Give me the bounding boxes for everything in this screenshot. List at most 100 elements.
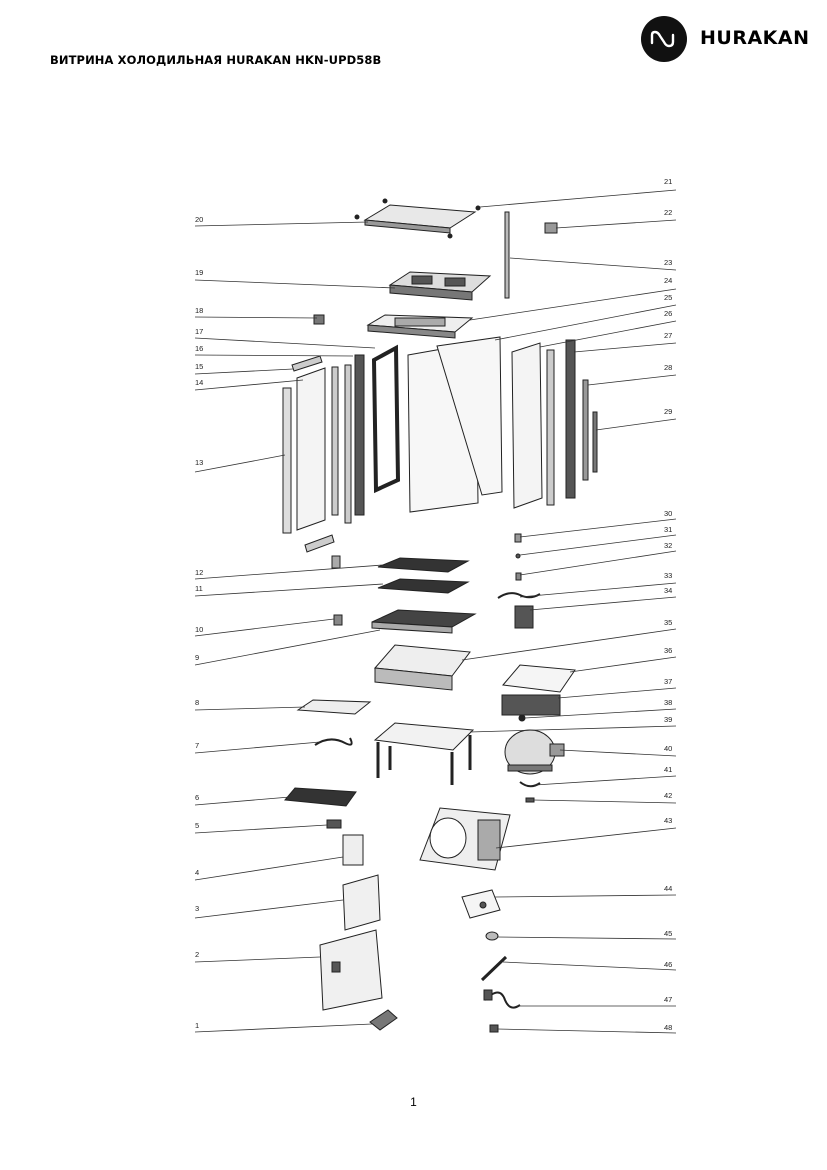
part-clip [313,314,325,325]
callout-label-20: 20 [195,215,203,224]
leader-line-33 [519,582,677,598]
callout-label-3: 3 [195,904,199,913]
callout-label-42: 42 [664,791,672,800]
callout-label-23: 23 [664,258,672,267]
leader-line-39 [469,725,677,733]
callout-label-28: 28 [664,363,672,372]
leader-line-20 [194,221,369,227]
callout-label-17: 17 [195,327,203,336]
leader-line-38 [524,708,677,719]
part-foot [369,1009,398,1031]
leader-line-42 [532,799,677,804]
callout-label-33: 33 [664,571,672,580]
part-base-frame [373,722,475,751]
callout-label-19: 19 [195,268,203,277]
callout-label-35: 35 [664,618,672,627]
callout-label-47: 47 [664,995,672,1004]
callout-label-44: 44 [664,884,672,893]
leader-line-12 [194,564,384,580]
callout-label-16: 16 [195,344,203,353]
callout-label-12: 12 [195,568,203,577]
leader-line-1 [194,1023,373,1033]
parts-drawing [282,198,598,1033]
leader-line-46 [502,961,677,971]
callout-label-29: 29 [664,407,672,416]
leader-line-45 [496,936,677,940]
leader-line-22 [555,219,677,229]
part-side-rail [282,387,292,534]
callout-label-1: 1 [195,1021,199,1030]
callout-label-7: 7 [195,741,199,750]
leader-line-26 [539,320,677,348]
leader-line-8 [194,706,306,711]
leader-line-21 [479,189,677,208]
callout-label-11: 11 [195,584,203,593]
leader-line-19 [194,279,396,289]
callout-label-18: 18 [195,306,203,315]
callout-labels: 1234567891011121314151617181920212223242… [195,177,672,1032]
leader-line-4 [194,856,344,881]
part-fan-motor [514,605,534,629]
leader-line-29 [595,418,677,431]
callout-label-10: 10 [195,625,203,634]
leader-line-3 [194,899,344,919]
callout-label-38: 38 [664,698,672,707]
leader-line-10 [194,618,335,637]
callout-label-15: 15 [195,362,203,371]
part-condenser [501,694,561,716]
leader-line-31 [519,534,677,556]
brand-logo: HURAKAN [641,16,821,62]
leader-line-23 [509,257,677,271]
callout-label-39: 39 [664,715,672,724]
part-side-panel [342,874,381,931]
leader-line-25 [494,304,677,341]
leader-line-28 [587,374,677,386]
leader-line-2 [194,956,321,963]
part-right-gasket-frame [565,339,576,499]
callout-label-34: 34 [664,586,672,595]
callout-label-5: 5 [195,821,199,830]
callout-label-37: 37 [664,677,672,686]
callout-label-2: 2 [195,950,199,959]
leader-line-32 [519,550,677,576]
callout-label-41: 41 [664,765,672,774]
callout-label-48: 48 [664,1023,672,1032]
callout-label-30: 30 [664,509,672,518]
part-glass-left [296,367,326,531]
logo-mark-icon [641,16,687,62]
leader-lines [194,189,677,1034]
document-title: ВИТРИНА ХОЛОДИЛЬНАЯ HURAKAN HKN-UPD58B [50,53,382,67]
callout-label-25: 25 [664,293,672,302]
callout-label-43: 43 [664,816,672,825]
part-door-gasket [371,344,401,494]
callout-label-22: 22 [664,208,672,217]
leader-line-14 [194,379,304,391]
leader-line-7 [194,741,321,754]
callout-label-13: 13 [195,458,203,467]
callout-label-6: 6 [195,793,199,802]
leader-line-11 [194,583,384,597]
leader-line-18 [194,316,318,319]
leader-line-5 [194,824,328,834]
leader-line-16 [194,354,354,357]
brand-name: HURAKAN [700,27,810,49]
leader-line-41 [534,775,677,786]
leader-line-44 [494,894,677,898]
leader-line-30 [519,518,677,538]
leader-line-48 [496,1028,677,1034]
callout-label-14: 14 [195,378,203,387]
part-shelf [377,557,470,573]
part-filter [284,787,357,807]
callout-label-4: 4 [195,868,199,877]
leader-line-37 [557,687,677,699]
callout-label-9: 9 [195,653,199,662]
part-small-block [544,222,558,234]
leader-line-43 [495,827,677,849]
callout-label-45: 45 [664,929,672,938]
leader-line-24 [469,288,677,321]
leader-line-17 [194,337,376,349]
part-top-rail [291,355,323,372]
callout-label-36: 36 [664,646,672,655]
callout-label-21: 21 [664,177,672,186]
